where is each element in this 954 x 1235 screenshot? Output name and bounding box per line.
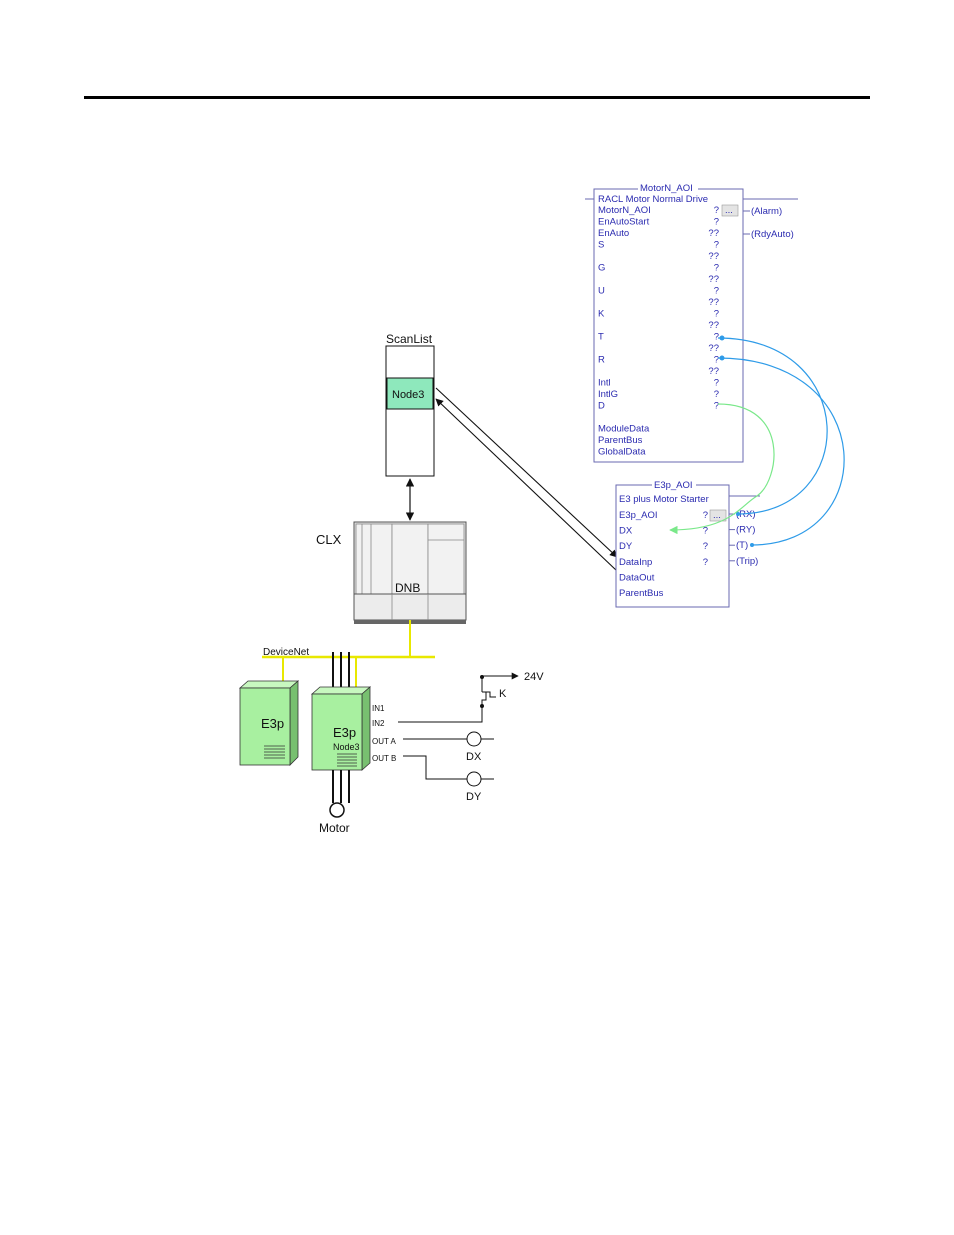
e3p-aoi-output-label: (T) xyxy=(736,540,748,551)
dataout-to-node3-arrow xyxy=(435,398,618,572)
e3p-aoi-output-label: (RY) xyxy=(736,525,755,536)
motor-aoi-param-label: IntlG xyxy=(598,389,618,400)
block-wires xyxy=(669,335,845,547)
e3p-aoi-param-label: ParentBus xyxy=(619,588,664,599)
motor-aoi-param-label: ParentBus xyxy=(598,435,643,446)
motor-aoi-param-label: U xyxy=(598,286,605,297)
devicenet-label: DeviceNet xyxy=(263,647,309,658)
supply-24v-label: 24V xyxy=(524,671,544,683)
e3p-aoi-output-label: (RX) xyxy=(736,509,756,520)
lamp-dx-label: DX xyxy=(466,751,482,763)
e3p-unit-left: E3p xyxy=(238,680,300,766)
scanlist-node3-label: Node3 xyxy=(392,389,424,401)
motor-aoi-param-value: ? xyxy=(714,309,719,320)
motor-aoi-block[interactable]: MotorN_AOI RACL Motor Normal Drive ... M… xyxy=(585,183,798,463)
motor-aoi-param-label: R xyxy=(598,355,605,366)
motor-aoi-param-label: S xyxy=(598,240,604,251)
motor-aoi-param-label: G xyxy=(598,263,605,274)
motor-aoi-param-value: ?? xyxy=(708,297,719,308)
motor-aoi-param-label: EnAuto xyxy=(598,228,629,239)
clx-label: CLX xyxy=(316,532,342,547)
motor-aoi-param-label: GlobalData xyxy=(598,447,646,458)
e3p-aoi-header: E3p_AOI xyxy=(654,480,693,491)
io-outa-label: OUT A xyxy=(372,737,397,746)
scanlist-label: ScanList xyxy=(386,332,433,346)
motor-aoi-param-label: D xyxy=(598,401,605,412)
motor-aoi-param-label: ModuleData xyxy=(598,424,650,435)
motor-aoi-param-value: ? xyxy=(714,240,719,251)
dnb-module-label: DNB xyxy=(395,581,420,595)
scanlist-node3-row[interactable] xyxy=(386,377,434,410)
motor-aoi-param-value: ? xyxy=(714,332,719,343)
motor-aoi-param-value: ?? xyxy=(708,366,719,377)
motor-aoi-param-value: ? xyxy=(714,355,719,366)
e3p-aoi-browse-label: ... xyxy=(713,510,721,521)
e3p-io-labels: IN1 IN2 OUT A OUT B xyxy=(372,704,397,763)
motor-aoi-output-alarm: (Alarm) xyxy=(751,206,782,217)
motor-aoi-param-value: ?? xyxy=(708,228,719,239)
motor-aoi-header: MotorN_AOI xyxy=(640,183,693,194)
motor-aoi-param-label: K xyxy=(598,309,605,320)
motor-symbol xyxy=(329,770,350,818)
e3p-aoi-param-label: DX xyxy=(619,526,633,537)
wire-t-to-r xyxy=(717,357,845,546)
motor-aoi-param-label: MotorN_AOI xyxy=(598,205,651,216)
clx-chassis: CLX DNB xyxy=(316,521,467,624)
motor-aoi-param-value: ? xyxy=(714,205,719,216)
lamp-dy-label: DY xyxy=(466,791,482,803)
field-wiring xyxy=(398,672,519,787)
motor-aoi-param-value: ? xyxy=(714,378,719,389)
motor-aoi-param-value: ? xyxy=(714,263,719,274)
e3p-aoi-param-value: ? xyxy=(703,557,708,568)
switch-k-label: K xyxy=(499,688,507,700)
e3p-aoi-param-value: ? xyxy=(703,526,708,537)
motor-aoi-param-label: Intl xyxy=(598,378,611,389)
io-in2-label: IN2 xyxy=(372,719,385,728)
e3p-node3-sublabel: Node3 xyxy=(333,742,360,752)
motor-aoi-desc: RACL Motor Normal Drive xyxy=(598,194,708,205)
field-labels: 24V K DX DY xyxy=(466,671,544,803)
e3p-aoi-param-label: DataOut xyxy=(619,572,655,583)
e3p-aoi-block[interactable]: E3p_AOI E3 plus Motor Starter ... E3p_AO… xyxy=(615,479,760,608)
motor-aoi-param-value: ? xyxy=(714,217,719,228)
motor-aoi-param-value: ? xyxy=(714,389,719,400)
e3p-aoi-browse-button[interactable] xyxy=(709,509,727,522)
node3-to-datainp-arrow xyxy=(435,387,618,558)
e3p-aoi-param-label: E3p_AOI xyxy=(619,510,658,521)
e3p-aoi-desc: E3 plus Motor Starter xyxy=(619,494,709,505)
e3p-aoi-param-value: ? xyxy=(703,510,708,521)
e3p-aoi-param-value: ? xyxy=(703,541,708,552)
motor-aoi-browse-label: ... xyxy=(725,205,733,216)
motor-aoi-param-value: ?? xyxy=(708,251,719,262)
motor-aoi-param-value: ? xyxy=(714,286,719,297)
motor-aoi-param-label: EnAutoStart xyxy=(598,217,650,228)
scanlist-block: ScanList Node3 xyxy=(385,332,435,477)
e3p-unit-node3: E3p Node3 xyxy=(310,686,372,771)
e3p-aoi-param-label: DY xyxy=(619,541,633,552)
motor-label: Motor xyxy=(319,821,350,835)
e3p-aoi-output-label: (Trip) xyxy=(736,556,758,567)
e3p-aoi-param-label: DataInp xyxy=(619,557,652,568)
e3p-node3-label: E3p xyxy=(333,725,356,740)
io-outb-label: OUT B xyxy=(372,754,396,763)
motor-aoi-param-value: ? xyxy=(714,401,719,412)
motor-aoi-param-label: T xyxy=(598,332,604,343)
motor-aoi-output-rdyauto: (RdyAuto) xyxy=(751,229,794,240)
motor-aoi-param-value: ?? xyxy=(708,343,719,354)
motor-aoi-browse-button[interactable] xyxy=(721,204,739,217)
io-in1-label: IN1 xyxy=(372,704,385,713)
page-header-rule xyxy=(84,96,870,99)
e3p-left-label: E3p xyxy=(261,716,284,731)
motor-aoi-param-value: ?? xyxy=(708,274,719,285)
wire-d-to-dx xyxy=(669,403,775,535)
wire-rx-to-t xyxy=(717,337,828,515)
motor-aoi-param-value: ?? xyxy=(708,320,719,331)
